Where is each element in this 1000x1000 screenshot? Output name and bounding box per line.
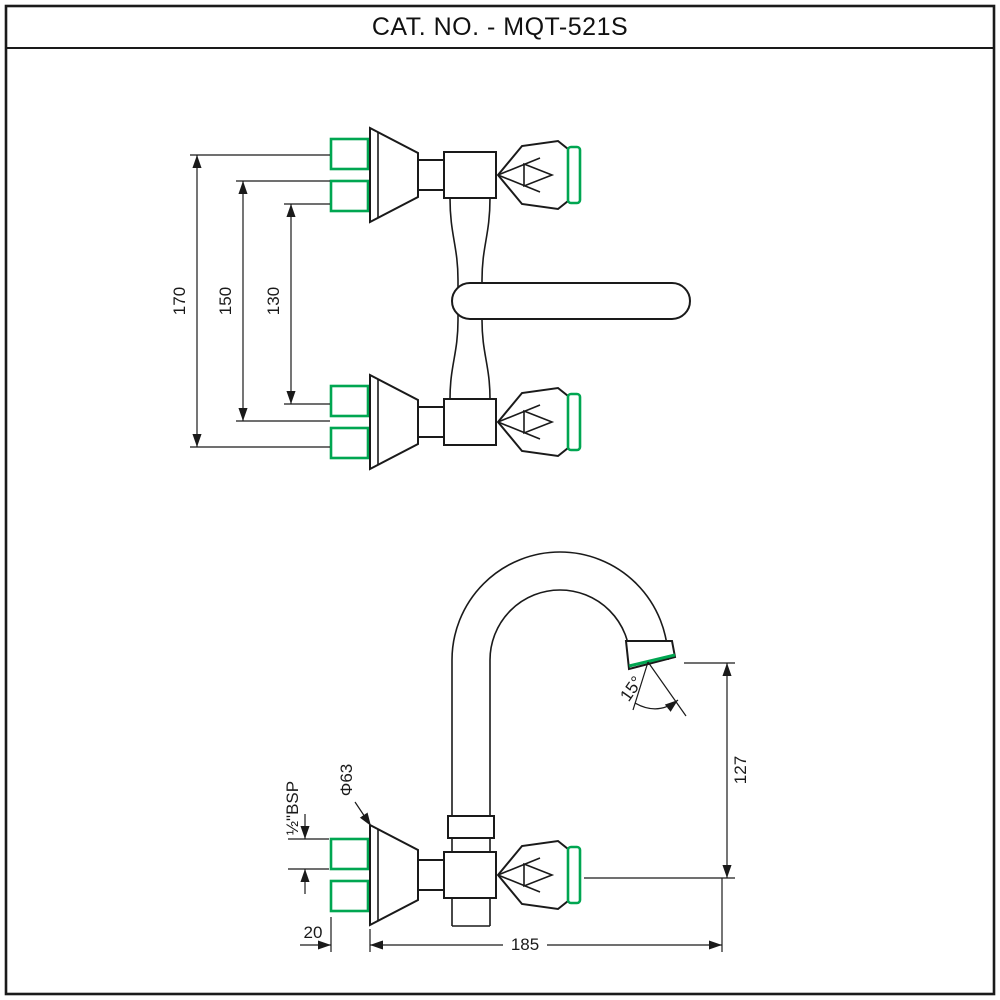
tee-block-bottom xyxy=(443,398,497,446)
front-view-dimensions: 170 150 130 xyxy=(170,154,330,448)
wall-flange-side xyxy=(369,823,419,927)
sheet-border xyxy=(4,4,996,996)
knob-bottom xyxy=(496,386,569,458)
knob-bottom-facet-2 xyxy=(497,421,541,440)
knob-side-facet-2 xyxy=(497,874,541,893)
dim-185-label: 185 xyxy=(511,935,539,954)
dim-flange-diameter-label: Φ63 xyxy=(337,764,356,796)
inlet-nipple-top-2 xyxy=(329,179,370,213)
side-view-dimensions: 15° 127 Φ63 ½"BSP 20 185 xyxy=(283,661,750,954)
knob-side-color-cap xyxy=(566,845,582,905)
flange-diameter-leader xyxy=(354,801,372,827)
knob-top-facet-2 xyxy=(497,174,541,193)
knob-bottom-facet-triangle xyxy=(523,409,555,435)
flange-neck-top xyxy=(417,159,445,191)
knob-side xyxy=(496,839,569,911)
dim-130-label: 130 xyxy=(264,287,283,315)
union-collar xyxy=(447,815,495,839)
dim-150-label: 150 xyxy=(216,287,235,315)
knob-side-facet-triangle xyxy=(523,862,555,888)
dim-20-label: 20 xyxy=(304,923,323,942)
front-view: 170 150 130 xyxy=(170,126,691,471)
knob-top xyxy=(496,139,569,211)
wall-flange-top xyxy=(369,126,419,224)
knob-top-facet-1 xyxy=(497,157,541,176)
knob-top-color-cap xyxy=(566,145,582,205)
dim-185-label-backing xyxy=(503,935,547,954)
inlet-nipple-bottom-2 xyxy=(329,426,370,460)
tee-block-top xyxy=(443,151,497,199)
angle-ref-line-1 xyxy=(632,661,649,711)
top-inlet-assembly xyxy=(329,126,582,224)
inlet-nipple-top-1 xyxy=(329,137,370,171)
spout-front xyxy=(451,282,691,320)
spout-inner-edge xyxy=(489,589,631,852)
knob-side-facet-1 xyxy=(497,857,541,876)
dim-15deg-label: 15° xyxy=(616,673,646,705)
inlet-nipple-bottom-1 xyxy=(329,384,370,418)
side-view: 15° 127 Φ63 ½"BSP 20 185 xyxy=(283,551,750,954)
side-inlet-assembly xyxy=(329,823,582,927)
dim-170-label: 170 xyxy=(170,287,189,315)
catalog-number-title: CAT. NO. - MQT-521S xyxy=(372,13,628,41)
inlet-nipple-side-1 xyxy=(329,837,370,871)
flange-neck-side xyxy=(417,859,445,891)
aerator-outlet-green-line xyxy=(628,653,676,668)
wall-flange-bottom xyxy=(369,373,419,471)
angle-ref-line-2 xyxy=(647,661,687,717)
inlet-nipple-side-2 xyxy=(329,879,370,913)
dim-inlet-thread-label: ½"BSP xyxy=(283,781,302,835)
flange-neck-bottom xyxy=(417,406,445,438)
sheet-frame: CAT. NO. - MQT-521S xyxy=(4,4,996,996)
knob-bottom-facet-1 xyxy=(497,404,541,423)
spout-outer-edge xyxy=(451,551,669,852)
aerator-tip xyxy=(624,640,677,671)
dim-127-label: 127 xyxy=(731,756,750,784)
bottom-inlet-assembly xyxy=(329,373,582,471)
tee-block-side xyxy=(443,851,497,899)
angle-arc xyxy=(634,699,679,712)
knob-bottom-color-cap xyxy=(566,392,582,452)
knob-top-facet-triangle xyxy=(523,162,555,188)
